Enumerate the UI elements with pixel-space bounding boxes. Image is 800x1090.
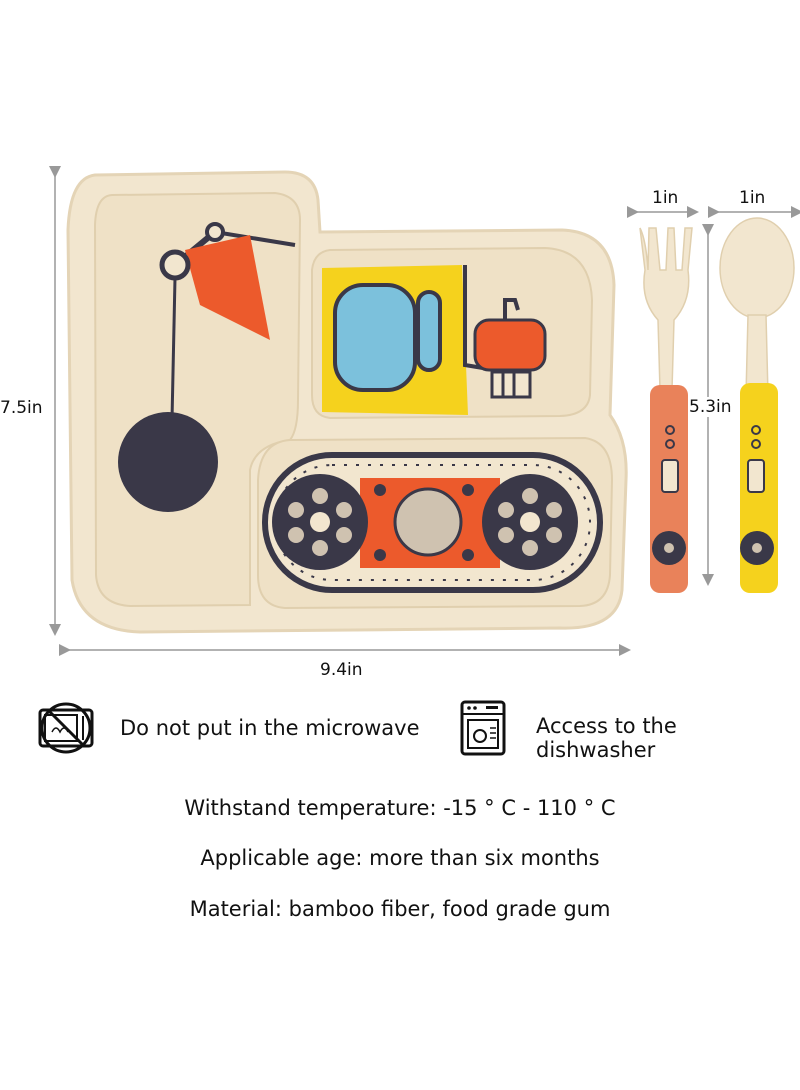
spec-material: Material: bamboo fiber, food grade gum (189, 897, 611, 921)
fork-width-label: 1in (652, 188, 679, 208)
feature-no-microwave-text: Do not put in the microwave (120, 716, 420, 740)
spec-temperature: Withstand temperature: -15 ° C - 110 ° C (184, 796, 616, 820)
spec-age: Applicable age: more than six months (200, 846, 600, 870)
feature-dishwasher-text: Access to the dishwasher (536, 714, 677, 762)
no-microwave-icon (38, 702, 94, 754)
spoon (719, 217, 795, 593)
spoon-width-label: 1in (739, 188, 766, 208)
plate-height-label: 7.5in (0, 398, 43, 418)
dishwasher-icon (460, 700, 506, 756)
utensil-length-label: 5.3in (689, 397, 732, 417)
fork (639, 227, 693, 593)
excavator-plate (66, 170, 628, 634)
plate-width-label: 9.4in (320, 660, 363, 680)
